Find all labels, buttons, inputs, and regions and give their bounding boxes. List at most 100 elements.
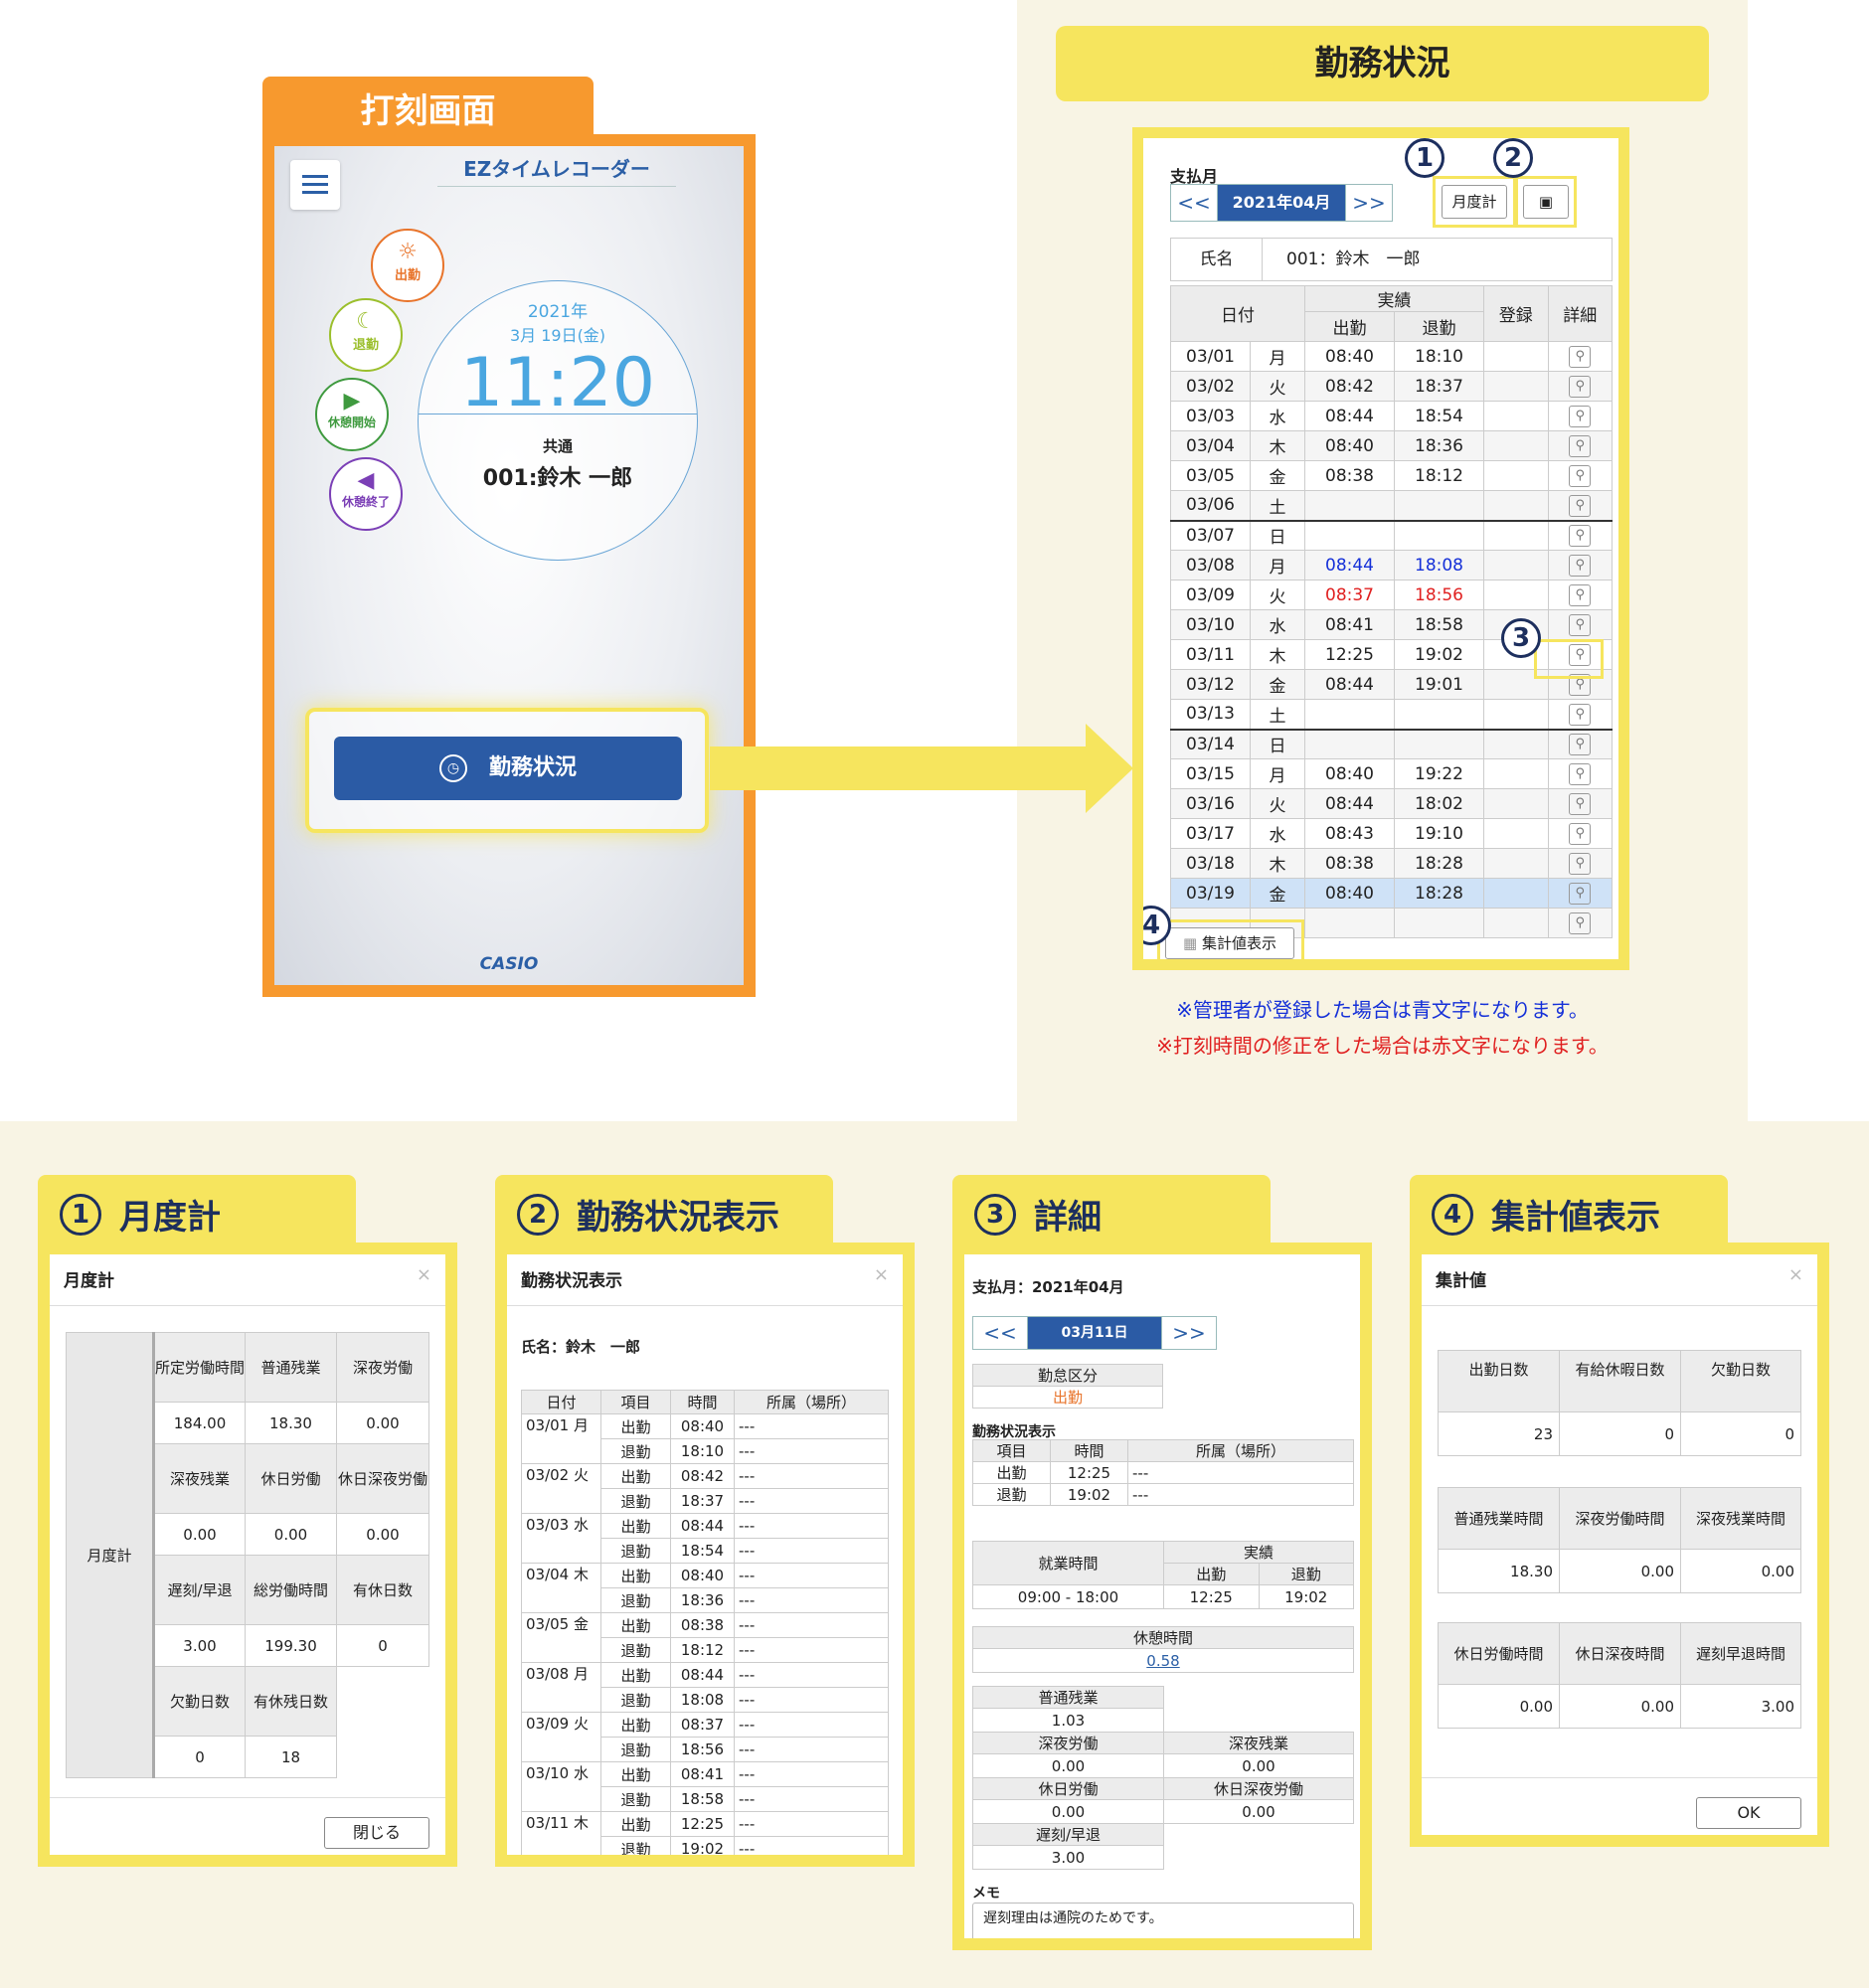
magnifier-icon[interactable]: ⚲ — [1569, 435, 1592, 457]
col-detail: 詳細 — [1547, 285, 1613, 342]
row-detail: ⚲ — [1547, 430, 1613, 461]
p2-date: 03/03 水 — [521, 1513, 601, 1564]
magnifier-icon[interactable]: ⚲ — [1569, 703, 1592, 726]
row-out: 19:01 — [1394, 669, 1484, 700]
magnifier-icon[interactable]: ⚲ — [1569, 674, 1592, 696]
s-v2-1: 0.00 — [1559, 1549, 1681, 1593]
magnifier-icon[interactable]: ⚲ — [1569, 465, 1592, 487]
row-register — [1483, 371, 1549, 402]
break-value-link[interactable]: 0.58 — [972, 1648, 1354, 1673]
magnifier-icon[interactable]: ⚲ — [1569, 853, 1592, 875]
p2-date: 03/08 月 — [521, 1662, 601, 1713]
s-h1-2: 欠勤日数 — [1680, 1350, 1801, 1412]
magnifier-icon[interactable]: ⚲ — [1569, 644, 1592, 666]
p2-place: --- — [734, 1413, 889, 1439]
p2-place: --- — [734, 1463, 889, 1489]
row-date: 03/09 — [1170, 580, 1251, 610]
p3-r2-item: 退勤 — [972, 1483, 1051, 1506]
row-detail: ⚲ — [1547, 550, 1613, 580]
marker-4: 4 — [1143, 906, 1171, 945]
status-display-button[interactable]: ▣ — [1523, 185, 1569, 219]
row-in — [1304, 699, 1395, 731]
p2-weekday: 水 — [574, 1516, 590, 1534]
prev-day-button[interactable]: << — [972, 1316, 1028, 1350]
magnifier-icon[interactable]: ⚲ — [1569, 883, 1592, 905]
row-detail: ⚲ — [1547, 878, 1613, 909]
hol-night-value: 0.00 — [1163, 1799, 1354, 1824]
kind-table: 勤怠区分出勤 — [972, 1364, 1163, 1408]
break-end-button[interactable]: ◀休憩終了 — [329, 457, 403, 531]
monthly-total-button[interactable]: 月度計 — [1442, 185, 1507, 219]
row-out: 18:10 — [1394, 341, 1484, 372]
break-label: 休憩時間 — [972, 1626, 1354, 1649]
magnifier-icon[interactable]: ⚲ — [1569, 406, 1592, 427]
marker-3: 3 — [1501, 618, 1541, 658]
p2-date: 03/09 火 — [521, 1712, 601, 1762]
magnifier-icon[interactable]: ⚲ — [1569, 734, 1592, 756]
s-v3-2: 3.00 — [1680, 1684, 1801, 1729]
close-icon[interactable]: × — [416, 1264, 431, 1285]
row-detail: ⚲ — [1547, 341, 1613, 372]
magnifier-icon[interactable]: ⚲ — [1569, 525, 1592, 548]
moon-icon: ☾ — [356, 309, 376, 334]
row-out — [1394, 490, 1484, 522]
p2-item: 退勤 — [600, 1587, 671, 1613]
row-date: 03/03 — [1170, 401, 1251, 431]
m-h1-0: 所定労働時間 — [153, 1332, 246, 1403]
close-button[interactable]: 閉じる — [324, 1817, 429, 1849]
p2-place: --- — [734, 1538, 889, 1564]
hol-night-label: 休日深夜労働 — [1163, 1777, 1354, 1800]
row-weekday: 月 — [1250, 341, 1305, 372]
s-h1-0: 出勤日数 — [1438, 1350, 1560, 1412]
grid-icon: ▦ — [1183, 934, 1198, 952]
p2-item: 退勤 — [600, 1538, 671, 1564]
magnifier-icon[interactable]: ⚲ — [1569, 793, 1592, 815]
magnifier-icon[interactable]: ⚲ — [1569, 346, 1592, 368]
p2-time: 08:42 — [670, 1463, 735, 1489]
prev-month-button[interactable]: << — [1170, 184, 1218, 222]
row-date: 03/06 — [1170, 490, 1251, 522]
magnifier-icon[interactable]: ⚲ — [1569, 614, 1592, 636]
break-start-label: 休憩開始 — [327, 415, 376, 429]
magnifier-icon[interactable]: ⚲ — [1569, 555, 1592, 577]
m-v3-2: 0 — [336, 1624, 429, 1667]
work-time-label: 就業時間 — [972, 1541, 1164, 1585]
magnifier-icon[interactable]: ⚲ — [1569, 912, 1592, 934]
hamburger-menu-icon[interactable] — [290, 160, 340, 210]
next-day-button[interactable]: >> — [1161, 1316, 1217, 1350]
row-weekday: 土 — [1250, 490, 1305, 522]
clock-out-button[interactable]: ☾退勤 — [329, 298, 403, 372]
day-selector[interactable]: 03月11日 — [1027, 1316, 1162, 1350]
magnifier-icon[interactable]: ⚲ — [1569, 823, 1592, 845]
row-out — [1394, 729, 1484, 759]
month-selector[interactable]: 2021年04月 — [1217, 184, 1346, 222]
memo-field[interactable]: 遅刻理由は通院のためです。 — [972, 1903, 1354, 1938]
row-register — [1483, 490, 1549, 522]
work-status-button[interactable]: ◷勤務状況 — [334, 737, 682, 800]
ok-button[interactable]: OK — [1696, 1797, 1801, 1829]
m-h3-1: 総労働時間 — [245, 1555, 337, 1625]
row-date: 03/18 — [1170, 848, 1251, 879]
summary-button[interactable]: ▦ 集計値表示 — [1165, 927, 1294, 959]
magnifier-icon[interactable]: ⚲ — [1569, 376, 1592, 398]
row-register — [1483, 758, 1549, 789]
p2-date-text: 03/10 — [526, 1764, 570, 1782]
magnifier-icon[interactable]: ⚲ — [1569, 763, 1592, 785]
magnifier-icon[interactable]: ⚲ — [1569, 494, 1592, 517]
break-start-button[interactable]: ▶休憩開始 — [315, 378, 389, 451]
row-out: 18:36 — [1394, 430, 1484, 461]
next-month-button[interactable]: >> — [1345, 184, 1393, 222]
marker3-highlight — [1534, 639, 1604, 679]
magnifier-icon[interactable]: ⚲ — [1569, 584, 1592, 606]
row-date: 03/15 — [1170, 758, 1251, 789]
close-icon[interactable]: × — [873, 1264, 889, 1285]
p2-date: 03/01 月 — [521, 1413, 601, 1464]
close-icon[interactable]: × — [1787, 1264, 1803, 1285]
clock-in-button[interactable]: ☼出勤 — [371, 229, 444, 302]
